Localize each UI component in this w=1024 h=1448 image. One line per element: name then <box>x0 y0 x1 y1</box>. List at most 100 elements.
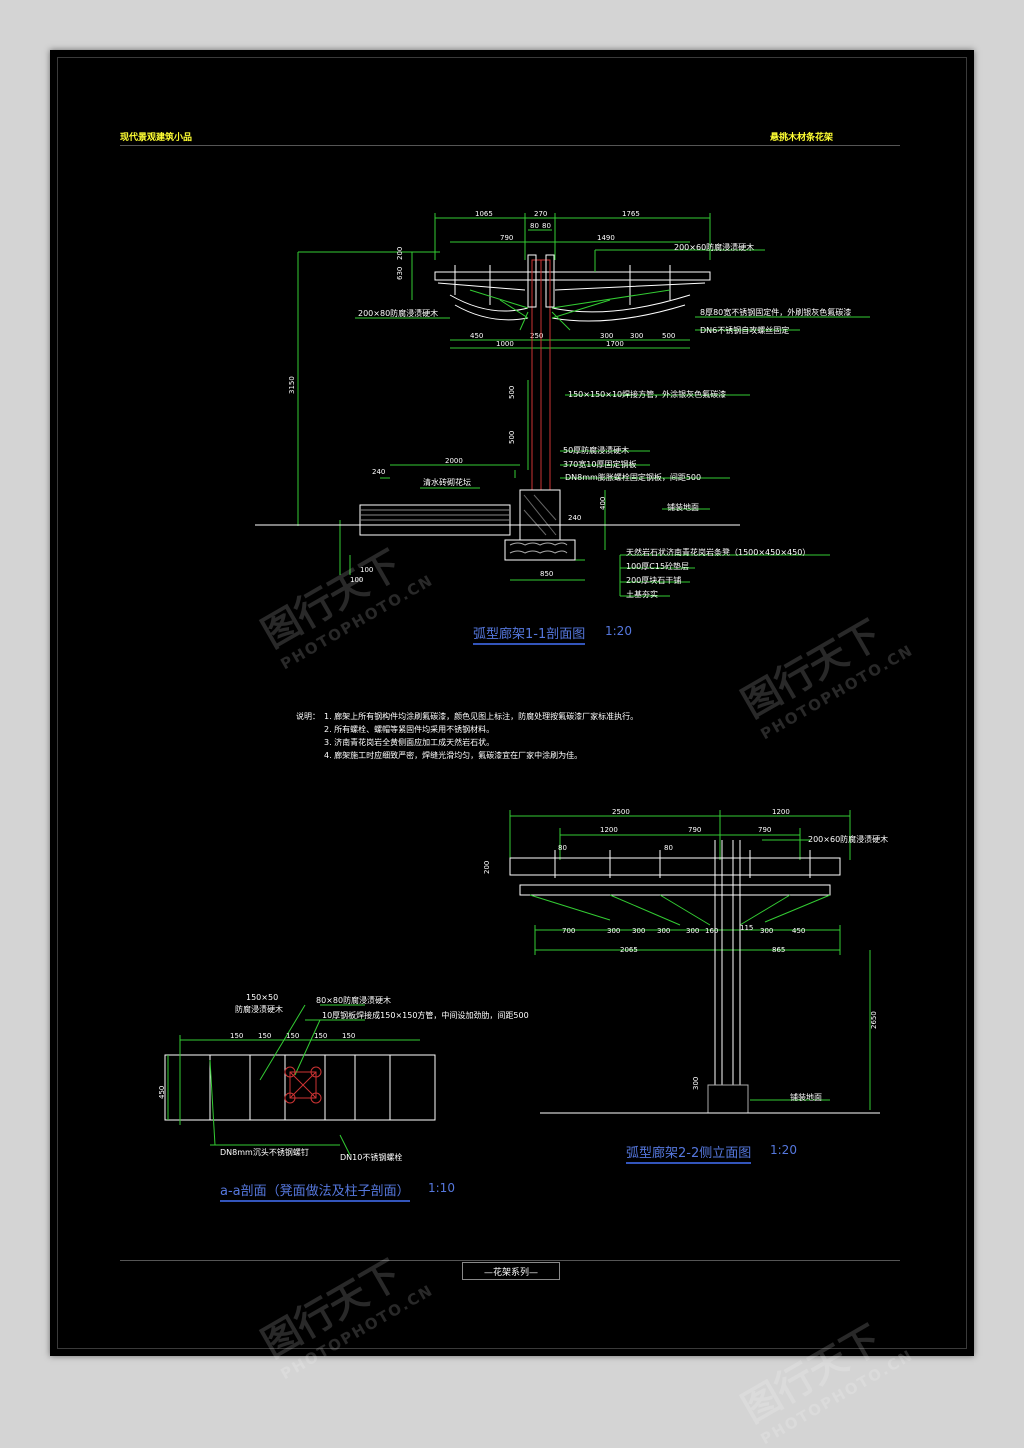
dim-text: 500 <box>508 386 516 399</box>
dim-text: 450 <box>470 332 483 340</box>
section-2-2-drawing: 2500 1200 1200 790 790 80 80 700 300 300… <box>483 808 888 1114</box>
dim-text: 300 <box>600 332 613 340</box>
dim-text: 100 <box>360 566 373 574</box>
notes-row: 2. 所有螺栓、螺帽等紧固件均采用不锈钢材料。 <box>296 723 638 736</box>
dim-text: 300 <box>607 927 620 935</box>
label-2-2-paving: 铺装地面 <box>790 1092 822 1102</box>
dim-text: 2000 <box>445 457 463 465</box>
notes-row: 4. 廊架施工时应细致严密，焊缝光滑均匀，氟碳漆宜在厂家中涂刷为佳。 <box>296 749 638 762</box>
section-2-2-column <box>540 840 880 1114</box>
dim-text: 790 <box>500 234 513 242</box>
section-a-a-drawing: 150 150 150 150 150 450 150×50 防腐浸渍硬木 80… <box>158 993 529 1162</box>
dim-text: 300 <box>632 927 645 935</box>
header-series-title: 现代景观建筑小品 <box>120 133 193 143</box>
dim-text: 150 <box>230 1032 243 1040</box>
label-base-plate: 370宽10厚固定钢板 <box>563 459 636 469</box>
section-a-a-title: a-a剖面（凳面做法及柱子剖面） <box>220 1180 410 1202</box>
label-a-a-screw: DN8mm沉头不锈钢螺钉 <box>220 1147 309 1157</box>
header-rule <box>120 145 900 146</box>
dim-text: 2500 <box>612 808 630 816</box>
label-column: 150×150×10焊接方管，外涂银灰色氟碳漆 <box>568 389 726 399</box>
drawing-border <box>57 57 967 1349</box>
section-1-1-scale: 1:20 <box>605 624 632 638</box>
footer-rule <box>120 1260 900 1261</box>
section-2-2-dimensions <box>509 810 871 1110</box>
section-1-1-dimension-text: 1065 270 1765 790 80 80 1490 450 1000 25… <box>288 210 675 584</box>
dim-text: 150 <box>342 1032 355 1040</box>
label-steel-plate: 8厚80宽不锈钢固定件，外刷银灰色氟碳漆 <box>700 307 851 317</box>
section-1-1-steel-column <box>527 254 555 491</box>
dim-text: 2650 <box>870 1011 878 1029</box>
dim-text: 150 <box>314 1032 327 1040</box>
dim-text: 865 <box>772 946 785 954</box>
dim-text: 790 <box>758 826 771 834</box>
dim-text: 160 <box>705 927 718 935</box>
dim-text: 270 <box>534 210 547 218</box>
section-a-a-dimensions <box>167 1004 420 1156</box>
label-a-a-post: 80×80防腐浸渍硬木 <box>316 995 391 1005</box>
label-stone: 天然岩石状济南青花岗岩条凳（1500×450×450） <box>626 547 810 557</box>
label-a-a-slat2: 防腐浸渍硬木 <box>235 1004 283 1014</box>
label-2-2-timber: 200×60防腐浸渍硬木 <box>808 834 888 844</box>
note-item: 3. 济南青花岗岩全黄侧面应加工成天然岩石状。 <box>324 738 495 747</box>
section-a-a-dimension-text: 150 150 150 150 150 450 <box>158 1032 355 1099</box>
label-planter: 清水砖砌花坛 <box>423 477 471 487</box>
dim-text: 115 <box>740 924 753 932</box>
dim-text: 200 <box>396 247 404 260</box>
section-2-2-title: 弧型廊架2-2侧立面图 <box>626 1142 752 1164</box>
note-item: 4. 廊架施工时应细致严密，焊缝光滑均匀，氟碳漆宜在厂家中涂刷为佳。 <box>324 751 583 760</box>
dim-text: 1700 <box>606 340 624 348</box>
dim-text: 250 <box>530 332 543 340</box>
dim-text: 1200 <box>772 808 790 816</box>
label-concrete: 100厚C15砼垫层 <box>626 561 689 571</box>
section-1-1-top-timber <box>434 265 711 322</box>
section-1-1-title: 弧型廊架1-1剖面图 <box>473 623 586 645</box>
dim-text: 300 <box>686 927 699 935</box>
section-a-a-scale: 1:10 <box>428 1181 455 1195</box>
label-a-a-tube: 10厚钢板焊接成150×150方管，中间设加劲肋，间距500 <box>322 1010 529 1020</box>
header-drawing-title: 悬挑木材条花架 <box>770 133 834 143</box>
drawing-sheet: 现代景观建筑小品 悬挑木材条花架 <box>50 50 974 1356</box>
section-2-2-rods <box>529 894 831 926</box>
dim-text: 1765 <box>622 210 640 218</box>
dim-text: 450 <box>792 927 805 935</box>
section-1-1-leaders <box>355 249 870 597</box>
label-bolt: DN6不锈钢自攻螺丝固定 <box>700 325 789 335</box>
notes-row: 3. 济南青花岗岩全黄侧面应加工成天然岩石状。 <box>296 736 638 749</box>
dim-text: 200 <box>483 861 491 874</box>
dim-text: 80 <box>558 844 567 852</box>
dim-text: 700 <box>562 927 575 935</box>
notes-lead: 说明： <box>296 712 320 721</box>
section-1-1-footing <box>504 489 576 561</box>
dim-text: 790 <box>688 826 701 834</box>
note-item: 2. 所有螺栓、螺帽等紧固件均采用不锈钢材料。 <box>324 725 495 734</box>
label-soil: 土基夯实 <box>626 589 658 599</box>
dim-text: 150 <box>258 1032 271 1040</box>
cad-linework: 1065 270 1765 790 80 80 1490 450 1000 25… <box>158 210 888 1162</box>
dim-text: 850 <box>540 570 553 578</box>
note-item: 1. 廊架上所有钢构件均涂刷氟碳漆，颜色见图上标注，防腐处理按氟碳漆厂家标准执行… <box>324 712 639 721</box>
dim-text: 80 <box>530 222 539 230</box>
dim-text: 3150 <box>288 376 296 394</box>
dim-text: 300 <box>657 927 670 935</box>
footer-series-box: —花架系列— <box>462 1262 560 1280</box>
label-gravel: 200厚块石干铺 <box>626 575 681 585</box>
dim-text: 240 <box>372 468 385 476</box>
section-2-2-dimension-text: 2500 1200 1200 790 790 80 80 700 300 300… <box>483 808 878 1090</box>
section-1-1-tensile-rods <box>469 289 671 331</box>
label-paving: 铺装地面 <box>667 502 699 512</box>
label-timber-top: 200×60防腐浸渍硬木 <box>674 242 754 252</box>
label-timber-beam: 200×80防腐浸渍硬木 <box>358 308 438 318</box>
dim-text: 2065 <box>620 946 638 954</box>
dim-text: 1065 <box>475 210 493 218</box>
dim-text: 500 <box>508 431 516 444</box>
dim-text: 1200 <box>600 826 618 834</box>
dim-text: 400 <box>599 497 607 510</box>
dim-text: 630 <box>396 267 404 280</box>
general-notes: 说明： 1. 廊架上所有钢构件均涂刷氟碳漆，颜色见图上标注，防腐处理按氟碳漆厂家… <box>296 710 638 762</box>
dim-text: 80 <box>542 222 551 230</box>
section-1-1-drawing: 1065 270 1765 790 80 80 1490 450 1000 25… <box>255 210 870 599</box>
label-pad: 50厚防腐浸渍硬木 <box>563 445 629 455</box>
label-a-a-slat: 150×50 <box>246 993 278 1002</box>
dim-text: 1000 <box>496 340 514 348</box>
